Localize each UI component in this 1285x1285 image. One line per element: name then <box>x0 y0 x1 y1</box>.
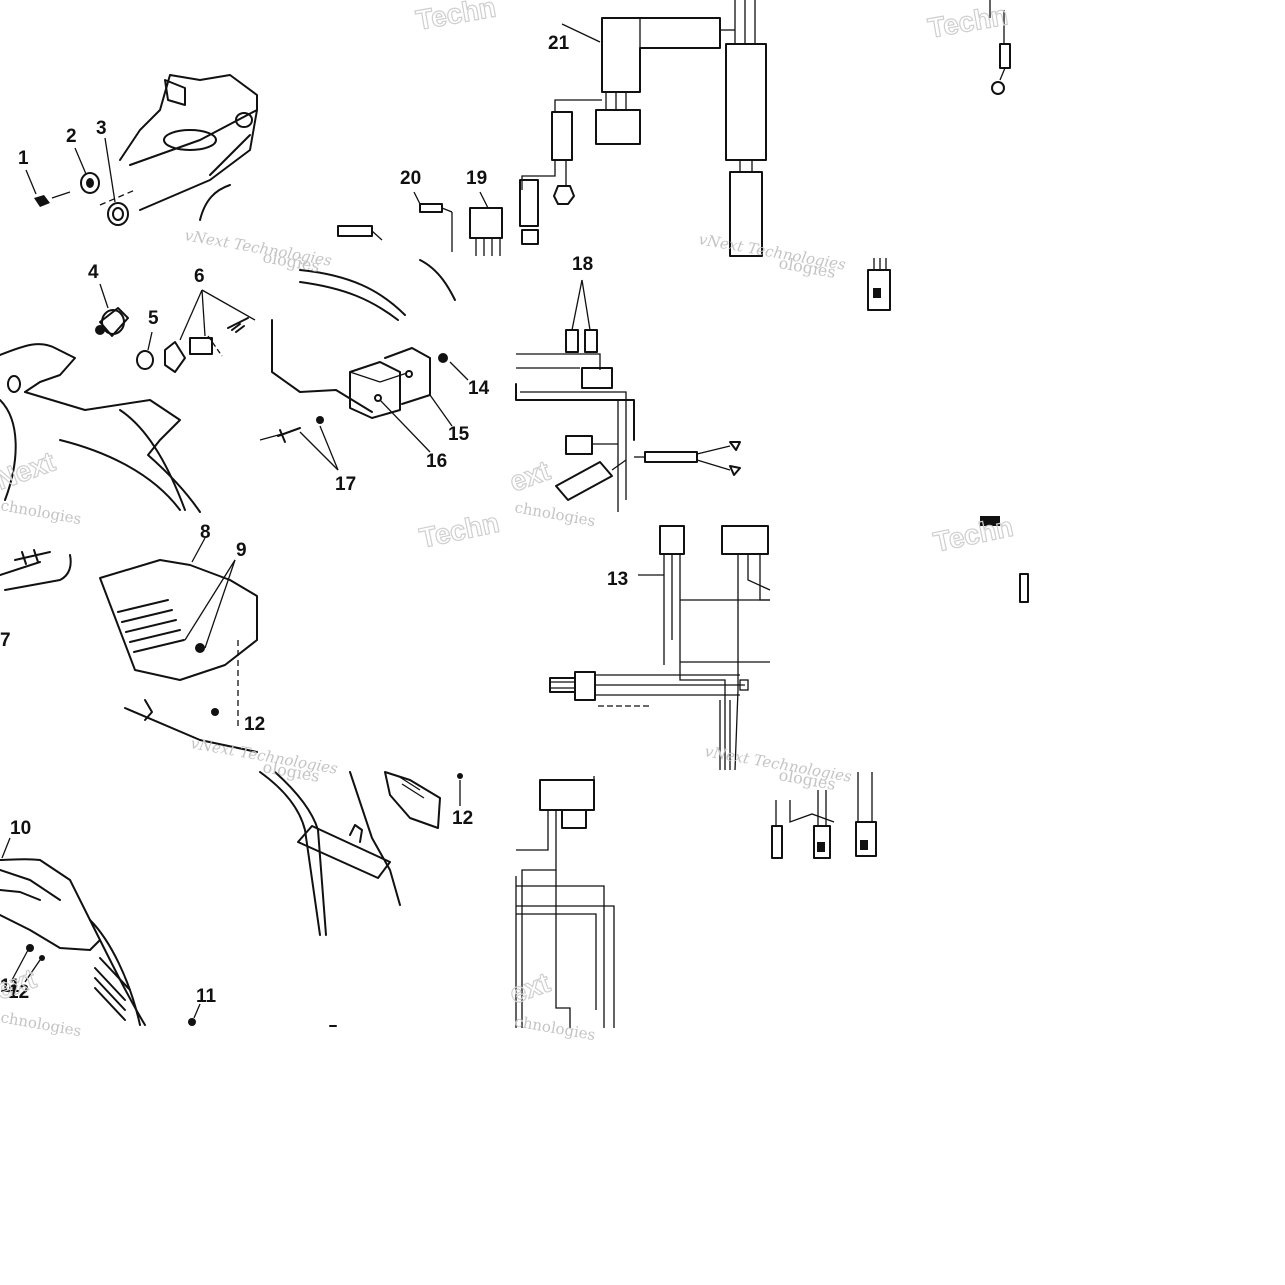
callout-16: 16 <box>426 451 447 472</box>
watermark-ext-lower: ext <box>505 967 554 1010</box>
watermark-next-1: Next <box>0 446 59 496</box>
tile-r0-c3 <box>989 0 1011 95</box>
callout-10: 10 <box>10 818 31 839</box>
callout-17: 17 <box>335 474 356 495</box>
tile-r0-c0 <box>25 74 258 226</box>
watermark-chnologies-3: chnologies <box>0 1008 83 1040</box>
tile-r3-c1 <box>259 771 463 1027</box>
callout-9: 9 <box>236 540 247 561</box>
callout-20: 20 <box>400 168 421 189</box>
callout-8: 8 <box>200 522 211 543</box>
tile-r0-c1 <box>337 191 503 256</box>
watermark-chnologies-1: chnologies <box>0 496 83 528</box>
callout-2: 2 <box>66 126 77 147</box>
watermark-techn-mid: Techn <box>417 507 502 554</box>
tile-r1-c2 <box>515 279 741 512</box>
vent-slots <box>117 599 185 653</box>
callout-12-right: 12 <box>452 808 473 829</box>
callout-5: 5 <box>148 308 159 329</box>
tile-r2-c3 <box>980 516 1029 603</box>
tile-r1-c1 <box>259 259 469 471</box>
callout-3: 3 <box>96 118 107 139</box>
callout-1: 1 <box>18 148 29 169</box>
tile-r3-c3 <box>771 772 877 859</box>
tile-r3-c2 <box>515 776 615 1028</box>
callout-12-cut: 12 <box>244 714 265 735</box>
tile-r3-c0 <box>0 837 201 1026</box>
callout-14: 14 <box>468 378 490 399</box>
vent-slots-lower <box>94 957 131 1021</box>
callout-21: 21 <box>548 33 570 54</box>
callout-6: 6 <box>194 266 205 287</box>
tile-r2-c2 <box>549 525 771 771</box>
tile-r1-c0 <box>0 283 256 513</box>
watermark-chnologies-4: chnologies <box>513 1012 596 1044</box>
callout-13: 13 <box>607 569 628 590</box>
watermark-technologies-top-right: Techn <box>926 0 1011 44</box>
tile-r1-c3 <box>867 258 891 311</box>
watermark-techn-right: Techn <box>931 511 1016 558</box>
callout-18: 18 <box>572 254 593 275</box>
callout-12: 12 <box>8 982 29 1003</box>
watermark-ext-mid: ext <box>505 455 554 498</box>
watermark-techn-top: Techn <box>414 0 499 36</box>
callout-19: 19 <box>466 168 487 189</box>
callout-4: 4 <box>88 262 99 283</box>
watermark-chnologies-2: chnologies <box>513 498 596 530</box>
callout-15: 15 <box>448 424 470 445</box>
tile-r2-c0 <box>0 537 258 753</box>
callout-11-lower: 11 <box>196 986 217 1007</box>
callout-7: 7 <box>0 630 11 651</box>
tile-r0-c2 <box>519 0 767 257</box>
callout-labels: 1 2 3 4 5 6 7 8 9 10 11 12 12 11 12 13 1… <box>0 33 628 1007</box>
callout-11: 11 <box>0 976 21 997</box>
